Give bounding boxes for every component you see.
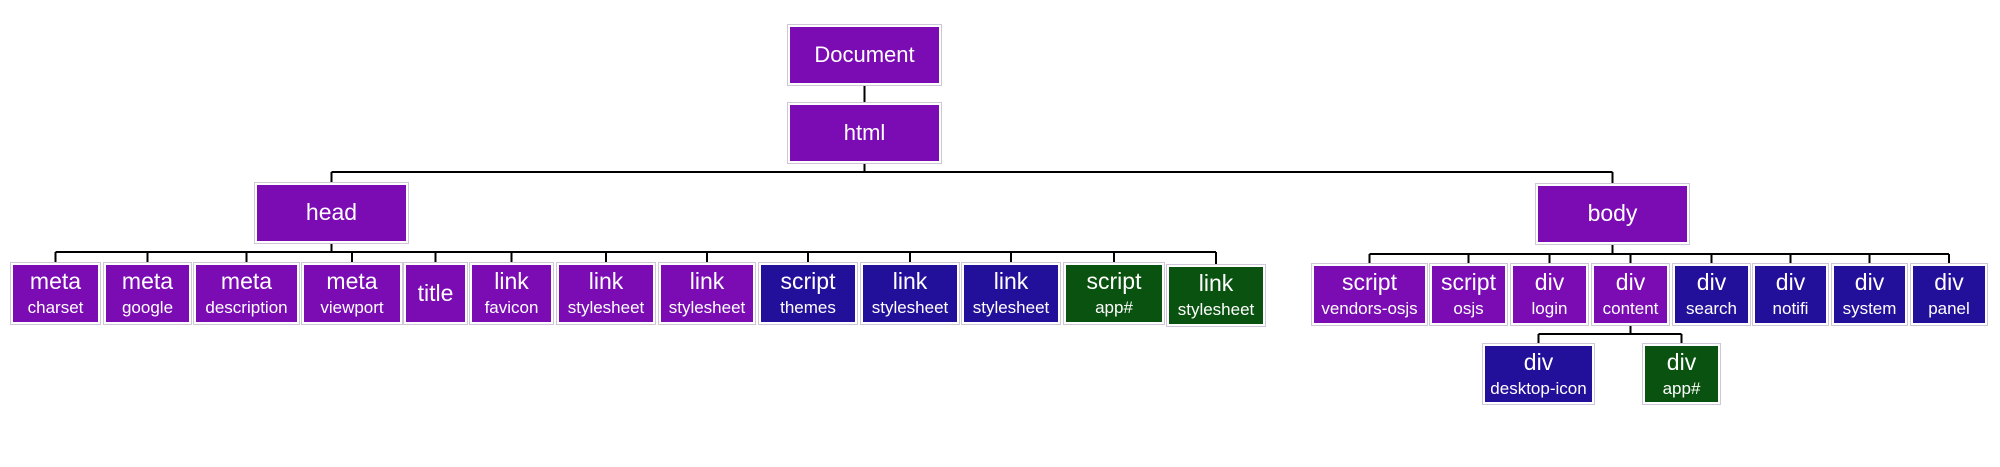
node-sublabel: vendors-osjs: [1321, 299, 1418, 319]
node-meta-charset: meta charset: [11, 263, 100, 324]
node-sublabel: charset: [27, 298, 84, 318]
node-sublabel: app#: [1662, 378, 1701, 398]
node-label: div: [1696, 269, 1727, 295]
node-script-themes: script themes: [759, 263, 857, 324]
node-sublabel: stylesheet: [668, 298, 746, 318]
node-div-app: div app#: [1643, 344, 1720, 404]
node-body: body: [1536, 184, 1689, 244]
node-label: meta: [326, 268, 378, 294]
node-sublabel: stylesheet: [972, 298, 1050, 318]
node-sublabel: osjs: [1453, 299, 1484, 319]
node-label: script: [1086, 268, 1142, 294]
node-head-label: head: [305, 199, 358, 226]
node-html-label: html: [843, 119, 886, 145]
node-div-desktop-icon: div desktop-icon: [1483, 344, 1594, 404]
node-sublabel: login: [1531, 299, 1568, 319]
node-link-stylesheet: link stylesheet: [861, 263, 959, 324]
node-link-stylesheet: link stylesheet: [557, 263, 655, 324]
node-sublabel: desktop-icon: [1490, 378, 1587, 398]
node-sublabel: search: [1685, 299, 1738, 319]
node-document: Document: [788, 25, 941, 85]
node-div-panel: div panel: [1911, 264, 1987, 325]
node-div-content: div content: [1592, 264, 1669, 325]
node-sublabel: google: [121, 298, 174, 318]
node-label: div: [1534, 269, 1565, 295]
node-script-vendors-osjs: script vendors-osjs: [1312, 264, 1427, 325]
node-sublabel: stylesheet: [871, 298, 949, 318]
node-label: div: [1775, 269, 1806, 295]
node-title: title: [404, 263, 467, 324]
node-div-system: div system: [1832, 264, 1907, 325]
node-label: link: [689, 268, 725, 294]
node-link-favicon: link favicon: [470, 263, 553, 324]
node-label: script: [1441, 269, 1496, 295]
node-label: title: [417, 279, 454, 306]
node-script-osjs: script osjs: [1430, 264, 1507, 325]
node-sublabel: app#: [1095, 298, 1133, 318]
node-sublabel: system: [1842, 299, 1897, 319]
node-meta-description: meta description: [194, 263, 299, 324]
node-link-stylesheet: link stylesheet: [1167, 265, 1265, 326]
node-sublabel: content: [1602, 299, 1659, 319]
node-label: link: [494, 268, 529, 294]
node-sublabel: panel: [1928, 299, 1970, 319]
node-label: link: [588, 268, 624, 294]
node-sublabel: themes: [780, 298, 836, 318]
node-label: meta: [220, 268, 273, 294]
node-label: link: [892, 268, 928, 294]
node-meta-viewport: meta viewport: [302, 263, 402, 324]
node-sublabel: notifi: [1772, 299, 1809, 319]
node-sublabel: stylesheet: [567, 298, 645, 318]
node-label: link: [993, 268, 1029, 294]
node-document-label: Document: [814, 41, 915, 67]
node-label: script: [780, 268, 836, 294]
node-head: head: [255, 183, 408, 243]
node-sublabel: description: [205, 298, 288, 318]
node-link-stylesheet: link stylesheet: [962, 263, 1060, 324]
node-sublabel: stylesheet: [1177, 300, 1255, 320]
node-label: div: [1615, 269, 1646, 295]
node-label: div: [1666, 348, 1697, 375]
node-div-notifi: div notifi: [1753, 264, 1828, 325]
node-sublabel: viewport: [320, 298, 384, 318]
node-html: html: [788, 103, 941, 163]
node-sublabel: favicon: [484, 298, 539, 318]
node-label: meta: [121, 268, 174, 294]
node-div-search: div search: [1673, 264, 1750, 325]
node-body-label: body: [1587, 200, 1638, 227]
node-label: div: [1934, 269, 1964, 295]
node-meta-google: meta google: [104, 263, 191, 324]
node-div-login: div login: [1511, 264, 1588, 325]
node-script-app: script app#: [1064, 263, 1164, 324]
node-label: link: [1198, 270, 1234, 296]
node-label: script: [1342, 269, 1397, 295]
node-label: div: [1523, 348, 1554, 375]
node-label: meta: [29, 268, 82, 294]
node-link-stylesheet: link stylesheet: [659, 263, 755, 324]
node-label: div: [1854, 269, 1885, 295]
